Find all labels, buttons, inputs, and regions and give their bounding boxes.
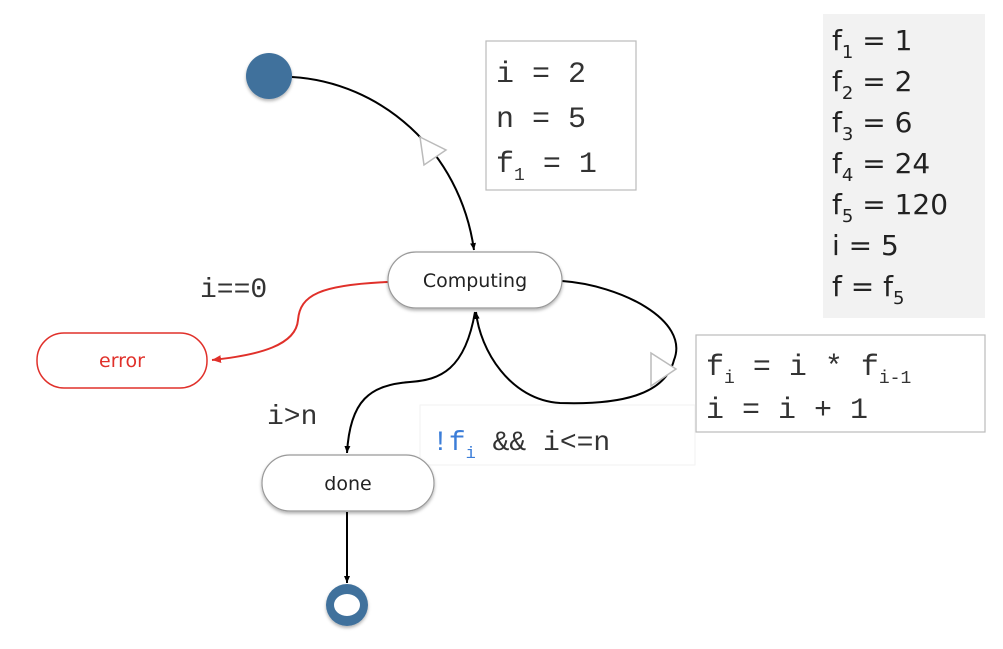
initial-line-i: i = 2 — [496, 58, 586, 92]
initial-line-n: n = 5 — [496, 103, 586, 137]
state-done-label: done — [324, 473, 371, 495]
loop-line-fi: fi = i * fi-1 — [706, 351, 911, 389]
state-computing-label: Computing — [423, 270, 527, 292]
state-error[interactable]: error — [36, 332, 208, 389]
initial-transition[interactable] — [291, 76, 476, 251]
result-line: i = 5 — [832, 229, 899, 262]
result-line: f = f5 — [832, 270, 904, 309]
state-error-label: error — [99, 350, 145, 372]
error-transition[interactable] — [211, 281, 389, 364]
final-state-node[interactable] — [326, 584, 368, 626]
loop-transition[interactable] — [473, 280, 678, 405]
initial-line-f1: f1 = 1 — [496, 148, 597, 186]
initial-transition-triangle-icon — [419, 135, 448, 167]
loop-action-box: fi = i * fi-1 i = i + 1 — [695, 334, 986, 433]
state-done[interactable]: done — [261, 454, 435, 512]
initial-state-node[interactable] — [246, 53, 292, 99]
result-line: f1 = 1 — [832, 24, 912, 63]
result-line: f2 = 2 — [832, 65, 912, 104]
loop-guard-label: !fi && i<=n — [432, 428, 610, 464]
done-transition[interactable] — [344, 311, 476, 454]
initial-values-box: i = 2 n = 5 f1 = 1 — [485, 40, 637, 191]
state-computing[interactable]: Computing — [387, 251, 563, 309]
result-line: f5 = 120 — [832, 188, 948, 227]
done-guard-label: i>n — [267, 402, 317, 433]
result-line: f3 = 6 — [832, 106, 912, 145]
error-guard-label: i==0 — [200, 275, 267, 306]
loop-line-i: i = i + 1 — [706, 394, 868, 428]
loop-transition-triangle-icon — [650, 351, 678, 388]
result-line: f4 = 24 — [832, 147, 930, 186]
